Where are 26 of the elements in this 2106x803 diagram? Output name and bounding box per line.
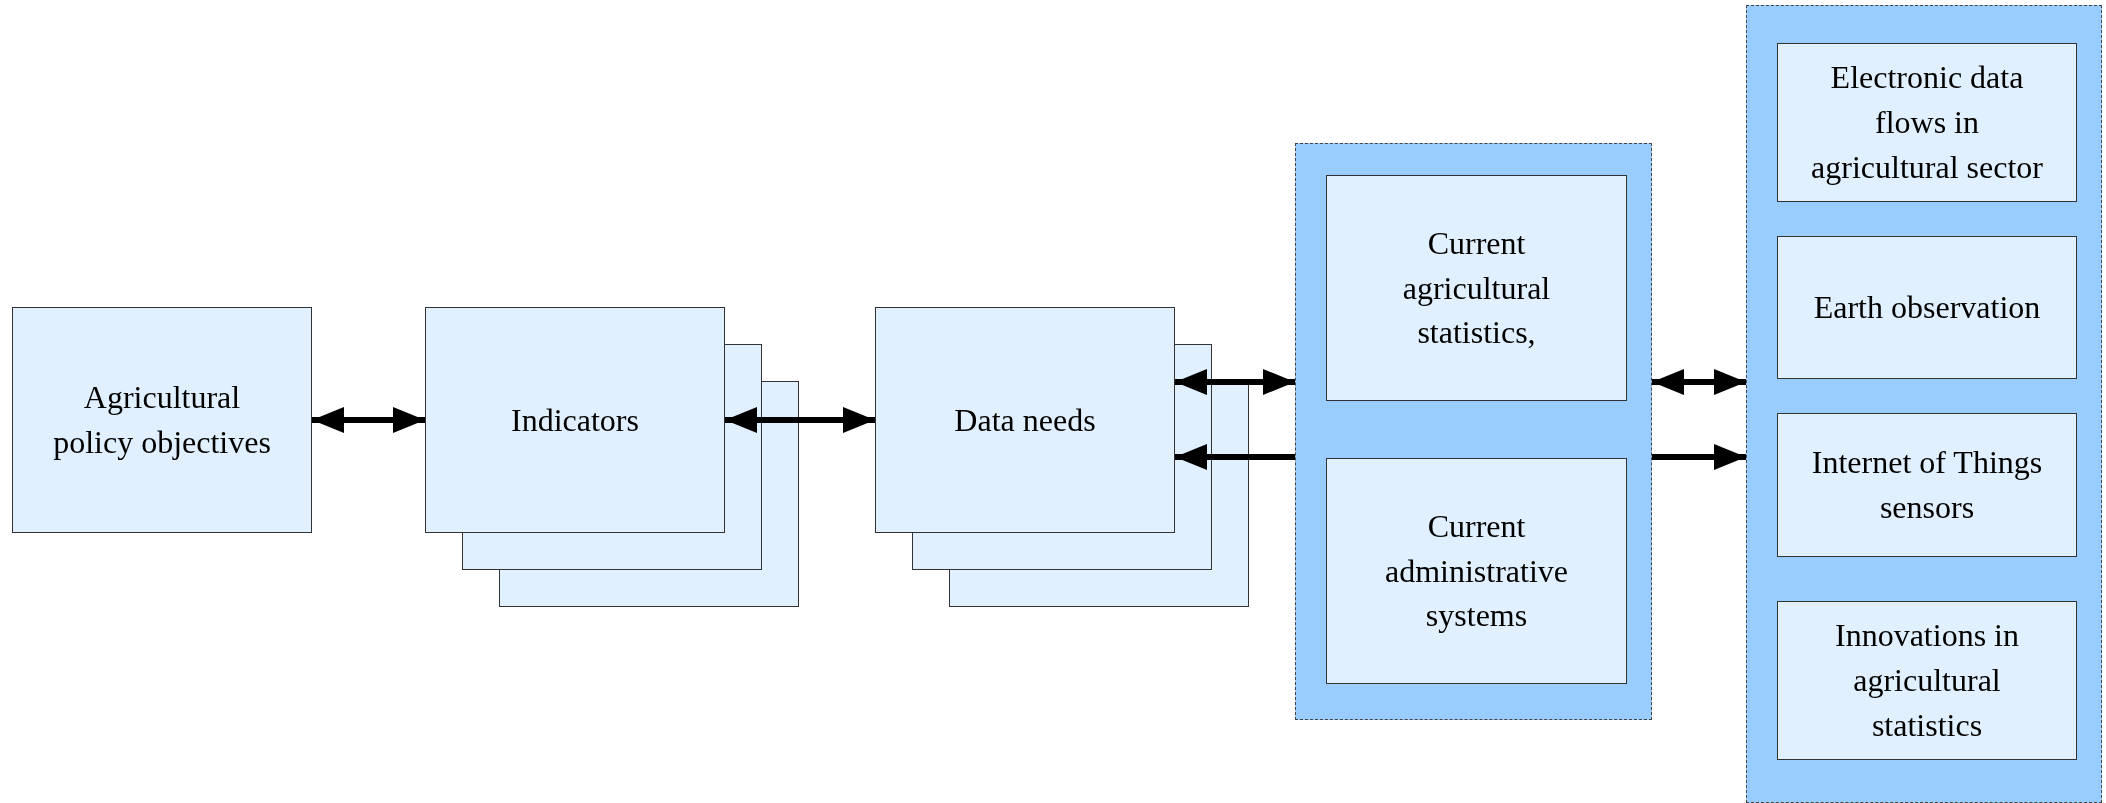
process-box: [12, 307, 312, 533]
arrow: [1175, 444, 1295, 470]
arrow: [725, 407, 875, 433]
box-label: Internet of Things sensors: [1810, 443, 2044, 527]
arrow: [1175, 369, 1295, 395]
group-panel: [1746, 5, 2102, 803]
arrow: [1652, 369, 1746, 395]
group-panel: [1295, 143, 1652, 720]
process-box: [1777, 236, 2077, 379]
arrow: [312, 407, 425, 433]
process-box: [1326, 175, 1627, 401]
box-label: Current agricultural statistics,: [1401, 223, 1552, 353]
process-box: [1777, 413, 2077, 557]
process-box: [1777, 43, 2077, 202]
box-label: Data needs: [954, 400, 1096, 440]
box-label: Innovations in agricultural statistics: [1834, 616, 2020, 745]
arrow: [1652, 444, 1746, 470]
box-label: Earth observation: [1813, 288, 2041, 328]
process-box: [1326, 458, 1627, 684]
box-label: Indicators: [511, 400, 639, 440]
box-label: Electronic data flows in agricultural sector: [1810, 58, 2044, 187]
box-label: Current administrative systems: [1383, 506, 1570, 636]
process-box: [875, 307, 1175, 533]
box-label: Agricultural policy objectives: [52, 378, 272, 462]
process-box: [425, 307, 725, 533]
process-box: [1777, 601, 2077, 760]
